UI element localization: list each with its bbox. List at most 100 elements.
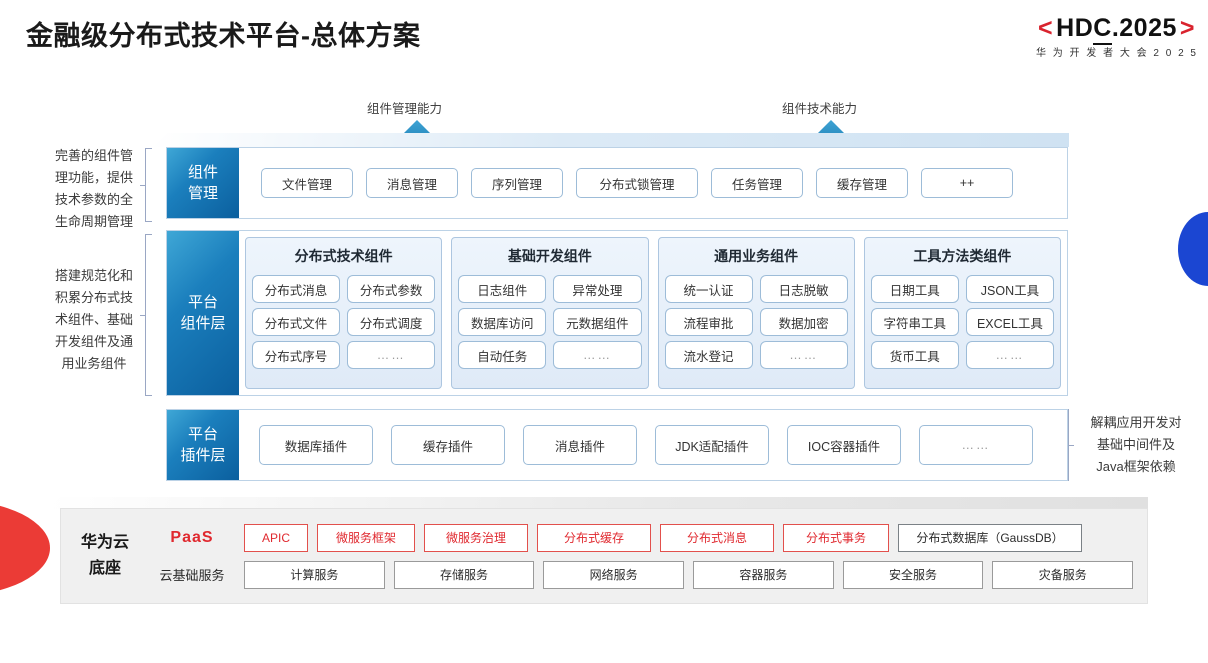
chip-task-management[interactable]: 任务管理: [711, 168, 803, 198]
pill-container-service[interactable]: 容器服务: [693, 560, 834, 589]
layer-tab-line: 平台: [187, 426, 218, 443]
blue-lens-decoration: [1178, 212, 1208, 286]
capability-label-technology: 组件技术能力: [782, 102, 858, 116]
chip-distributed-lock-management[interactable]: 分布式锁管理: [576, 168, 698, 198]
capability-label-management: 组件管理能力: [367, 102, 443, 116]
chip-log-masking[interactable]: 日志脱敏: [759, 275, 848, 303]
chip-more-dots[interactable]: ……: [919, 425, 1033, 465]
chip-more-dots[interactable]: ……: [347, 341, 436, 369]
logo-rest: .2025: [1111, 14, 1177, 42]
chip-distributed-sequence[interactable]: 分布式序号: [252, 341, 341, 369]
pill-distributed-cache[interactable]: 分布式缓存: [537, 523, 651, 552]
chip-json-tool[interactable]: JSON工具: [965, 275, 1054, 303]
chip-database-access[interactable]: 数据库访问: [458, 308, 547, 336]
hdc-logo: <HDC.2025> 华 为 开 发 者 大 会 2 0 2 5: [1035, 14, 1198, 59]
pill-security-service[interactable]: 安全服务: [842, 560, 984, 589]
chip-date-tool[interactable]: 日期工具: [870, 275, 959, 303]
layer-body-platform-plugin: 数据库插件 缓存插件 消息插件 JDK适配插件 IOC容器插件 ……: [239, 410, 1067, 480]
brace-middle: [140, 234, 152, 396]
layer-tab-platform-component: 平台 组件层: [167, 231, 239, 395]
layer-tab-platform-plugin: 平台 插件层: [167, 410, 239, 480]
chip-cache-plugin[interactable]: 缓存插件: [391, 425, 505, 465]
chip-distributed-file[interactable]: 分布式文件: [252, 308, 341, 336]
side-note-line: 用业务组件: [61, 356, 127, 371]
pill-storage-service[interactable]: 存储服务: [393, 560, 535, 589]
logo-c: C: [1093, 14, 1112, 45]
chip-distributed-schedule[interactable]: 分布式调度: [347, 308, 436, 336]
base-title-line: 华为云: [80, 534, 129, 551]
group-row: 分布式消息 分布式参数: [252, 275, 436, 303]
chip-log-component[interactable]: 日志组件: [458, 275, 547, 303]
pill-distributed-database-gaussdb[interactable]: 分布式数据库（GaussDB）: [898, 523, 1082, 552]
chip-string-tool[interactable]: 字符串工具: [870, 308, 959, 336]
chip-more-dots[interactable]: ……: [965, 341, 1054, 369]
base-bevel-top: [48, 497, 1148, 509]
chip-excel-tool[interactable]: EXCEL工具: [965, 308, 1054, 336]
pill-microservice-framework[interactable]: 微服务框架: [317, 523, 415, 552]
group-row: 货币工具 ……: [870, 341, 1054, 369]
layer-tab-line: 组件层: [180, 315, 226, 332]
hdc-logo-subtitle: 华 为 开 发 者 大 会 2 0 2 5: [1035, 48, 1198, 59]
pill-network-service[interactable]: 网络服务: [543, 560, 685, 589]
chip-message-management[interactable]: 消息管理: [366, 168, 458, 198]
chip-distributed-param[interactable]: 分布式参数: [347, 275, 436, 303]
group-row: 自动任务 ……: [458, 341, 642, 369]
chip-metadata-component[interactable]: 元数据组件: [553, 308, 642, 336]
group-tool-method: 工具方法类组件 日期工具 JSON工具 字符串工具 EXCEL工具 货币工具 ……: [863, 237, 1061, 389]
side-note-line: 基础中间件及: [1096, 437, 1175, 452]
side-note-line: 技术参数的全: [54, 192, 133, 207]
chip-cache-management[interactable]: 缓存管理: [816, 168, 908, 198]
pill-compute-service[interactable]: 计算服务: [244, 560, 385, 589]
pill-disaster-recovery-service[interactable]: 灾备服务: [992, 560, 1134, 589]
side-note-line: Java框架依赖: [1096, 459, 1176, 474]
pill-distributed-transaction[interactable]: 分布式事务: [783, 523, 889, 552]
pill-apic[interactable]: APIC: [244, 523, 308, 552]
group-row: 日志组件 异常处理: [458, 275, 642, 303]
chip-data-encryption[interactable]: 数据加密: [759, 308, 848, 336]
panel-bevel-top: [153, 133, 1069, 147]
layer-component-management: 组件 管理 文件管理 消息管理 序列管理 分布式锁管理 任务管理 缓存管理 ++: [166, 147, 1068, 219]
chip-currency-tool[interactable]: 货币工具: [870, 341, 959, 369]
chip-exception-handling[interactable]: 异常处理: [553, 275, 642, 303]
group-basic-dev: 基础开发组件 日志组件 异常处理 数据库访问 元数据组件 自动任务 ……: [451, 237, 649, 389]
chip-message-plugin[interactable]: 消息插件: [523, 425, 637, 465]
group-row: 日期工具 JSON工具: [870, 275, 1054, 303]
chip-jdk-adapter-plugin[interactable]: JDK适配插件: [655, 425, 769, 465]
base-title: 华为云 底座: [61, 530, 149, 582]
group-title: 基础开发组件: [507, 248, 592, 264]
layer-tab-component-management: 组件 管理: [167, 148, 239, 218]
chip-auto-task[interactable]: 自动任务: [458, 341, 547, 369]
chip-transaction-record[interactable]: 流水登记: [664, 341, 753, 369]
chip-sequence-management[interactable]: 序列管理: [471, 168, 563, 198]
chip-more-plus[interactable]: ++: [921, 168, 1013, 198]
layer-platform-component: 平台 组件层 分布式技术组件 分布式消息 分布式参数 分布式文件 分布式调度 分…: [166, 230, 1068, 396]
pill-microservice-governance[interactable]: 微服务治理: [424, 523, 528, 552]
group-title: 分布式技术组件: [294, 248, 393, 264]
side-note-line: 搭建规范化和: [54, 268, 133, 283]
chip-process-approval[interactable]: 流程审批: [664, 308, 753, 336]
page-title: 金融级分布式技术平台-总体方案: [26, 21, 421, 51]
layer-tab-line: 插件层: [180, 447, 226, 464]
base-rows: PaaS APIC 微服务框架 微服务治理 分布式缓存 分布式消息 分布式事务 …: [149, 523, 1147, 589]
logo-hd: HD: [1056, 14, 1094, 42]
chip-database-plugin[interactable]: 数据库插件: [259, 425, 373, 465]
paas-label: PaaS: [170, 528, 214, 546]
side-note-line: 完善的组件管: [54, 148, 133, 163]
chip-distributed-message[interactable]: 分布式消息: [252, 275, 341, 303]
group-title: 通用业务组件: [714, 248, 799, 264]
brace-top: [140, 148, 152, 222]
group-title: 工具方法类组件: [913, 248, 1012, 264]
chip-more-dots[interactable]: ……: [553, 341, 642, 369]
chip-ioc-container-plugin[interactable]: IOC容器插件: [787, 425, 901, 465]
side-note-platform-component: 搭建规范化和 积累分布式技 术组件、基础 开发组件及通 用业务组件: [38, 265, 150, 375]
layer-tab-line: 平台: [187, 294, 218, 311]
chip-unified-auth[interactable]: 统一认证: [664, 275, 753, 303]
chip-file-management[interactable]: 文件管理: [261, 168, 353, 198]
layer-body-component-management: 文件管理 消息管理 序列管理 分布式锁管理 任务管理 缓存管理 ++: [239, 148, 1067, 218]
chip-more-dots[interactable]: ……: [759, 341, 848, 369]
side-note-plugin-layer: 解耦应用开发对 基础中间件及 Java框架依赖: [1072, 412, 1200, 478]
base-title-line: 底座: [88, 560, 121, 577]
pill-distributed-message[interactable]: 分布式消息: [660, 523, 774, 552]
layer-platform-plugin: 平台 插件层 数据库插件 缓存插件 消息插件 JDK适配插件 IOC容器插件 ……: [166, 409, 1068, 481]
group-row: 字符串工具 EXCEL工具: [870, 308, 1054, 336]
